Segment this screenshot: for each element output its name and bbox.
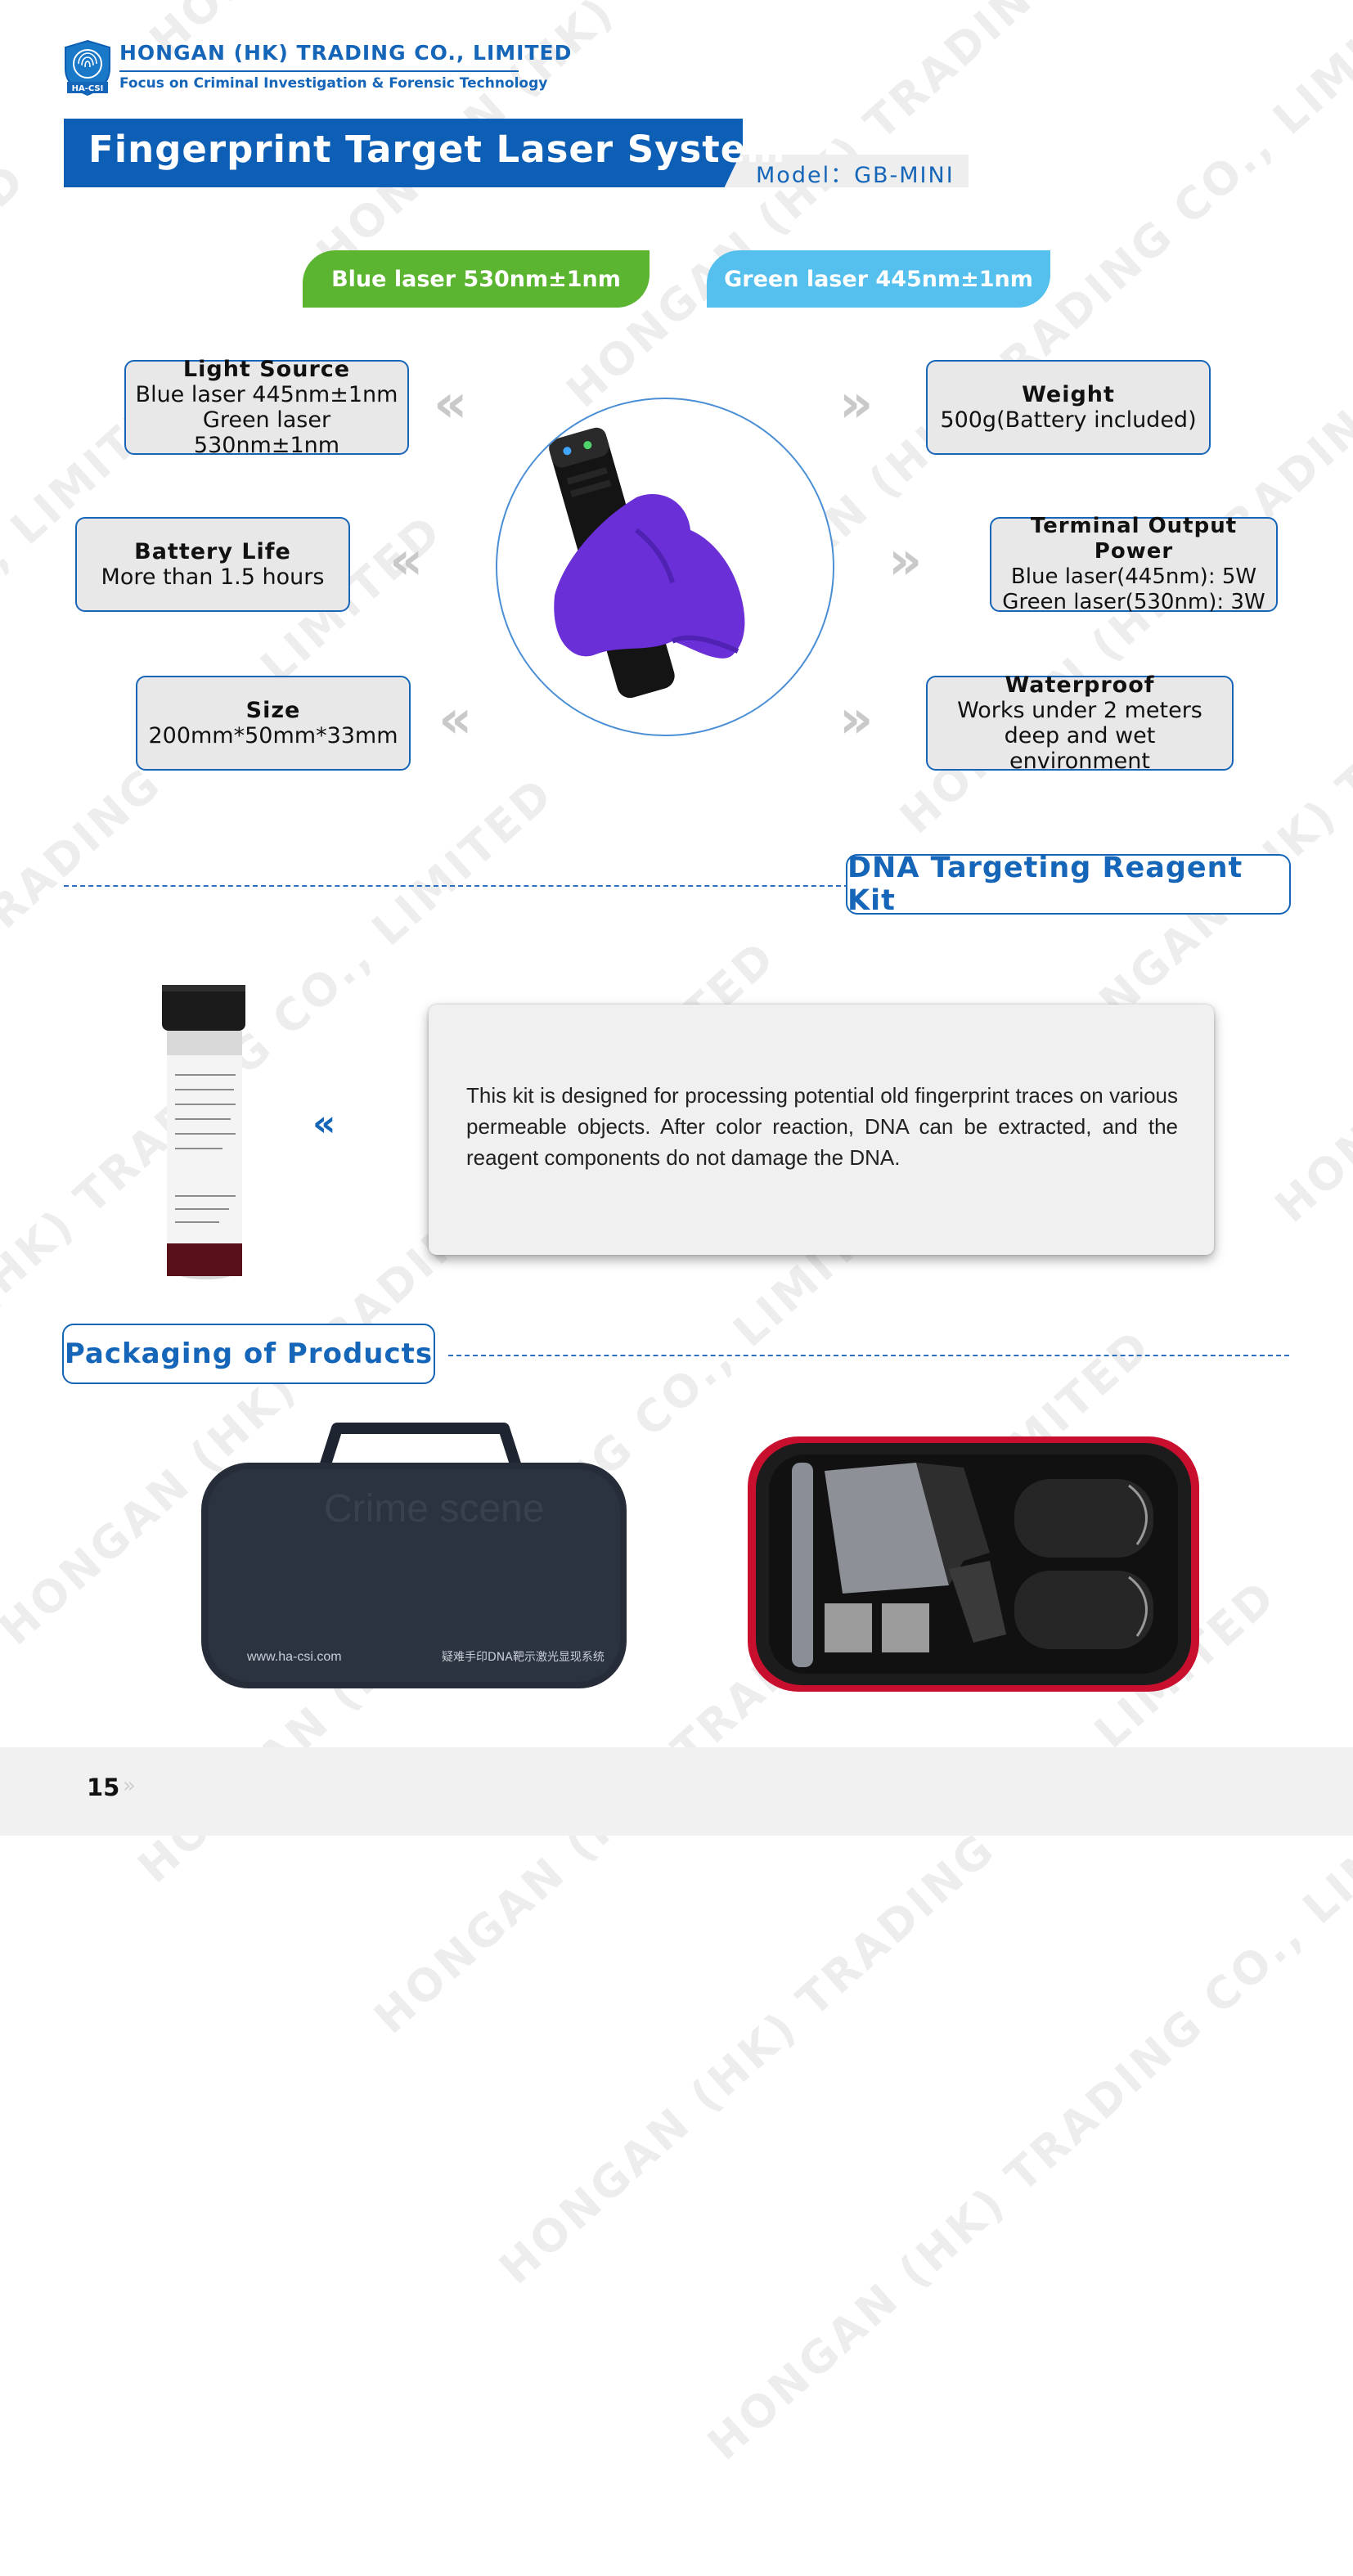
spec-title: Size bbox=[245, 698, 301, 723]
spec-waterproof: Waterproof Works under 2 meters deep and… bbox=[926, 672, 1234, 774]
arrow-left-icon: « bbox=[438, 690, 473, 750]
arrow-right-icon: » bbox=[839, 690, 874, 750]
dna-description-card: This kit is designed for processing pote… bbox=[429, 1005, 1214, 1255]
spec-value: Blue laser(445nm): 5W bbox=[1010, 564, 1257, 589]
arrow-right-icon: » bbox=[839, 374, 874, 434]
page-footer bbox=[0, 1747, 1353, 1836]
packaging-section-title: Packaging of Products bbox=[62, 1324, 435, 1384]
spec-title: Battery Life bbox=[134, 539, 291, 564]
logo-text: HA-CSI bbox=[72, 84, 104, 93]
spec-value: Works under 2 meters bbox=[957, 698, 1202, 723]
company-rule bbox=[119, 70, 519, 72]
arrow-left-icon: « bbox=[312, 1103, 336, 1144]
spec-value: deep and wet environment bbox=[1004, 723, 1156, 774]
spec-value: 200mm*50mm*33mm bbox=[148, 723, 398, 749]
spec-title: Terminal Output Power bbox=[1030, 514, 1238, 564]
dna-description: This kit is designed for processing pote… bbox=[466, 1083, 1178, 1170]
model-label: Model：GB-MINI bbox=[756, 163, 955, 188]
spec-battery-life: Battery Life More than 1.5 hours bbox=[75, 517, 350, 612]
green-laser-pill: Green laser 445nm±1nm bbox=[707, 250, 1050, 308]
spec-size: Size 200mm*50mm*33mm bbox=[136, 676, 411, 771]
spec-value: 500g(Battery included) bbox=[940, 407, 1197, 433]
spec-value: More than 1.5 hours bbox=[101, 564, 325, 590]
arrow-left-icon: « bbox=[389, 531, 424, 591]
product-photo bbox=[496, 398, 834, 736]
page-title: Fingerprint Target Laser System bbox=[88, 128, 786, 171]
open-case-photo bbox=[748, 1436, 1199, 1692]
page-number-deco-icon: » bbox=[123, 1774, 136, 1798]
spec-light-source: Light Source Blue laser 445nm±1nm Green … bbox=[124, 357, 409, 458]
dna-section-title: DNA Targeting Reagent Kit bbox=[846, 852, 1291, 917]
blue-laser-pill: Blue laser 530nm±1nm bbox=[303, 250, 650, 308]
spec-title: Waterproof bbox=[1005, 672, 1155, 698]
spec-value: Blue laser 445nm±1nm bbox=[135, 382, 398, 407]
spec-title: Light Source bbox=[182, 357, 351, 382]
company-name: HONGAN (HK) TRADING CO., LIMITED bbox=[119, 41, 573, 65]
model-box bbox=[718, 155, 969, 187]
case-cn-text: 疑难手印DNA靶示激光显现系统 bbox=[442, 1650, 605, 1664]
spec-title: Weight bbox=[1022, 382, 1115, 407]
company-logo: HA-CSI bbox=[65, 39, 110, 97]
case-brand-text: Crime scene bbox=[324, 1487, 544, 1531]
packaging-divider bbox=[448, 1355, 1289, 1356]
spec-value: Green laser(530nm): 3W bbox=[1002, 590, 1265, 614]
reagent-bottle bbox=[162, 985, 245, 1279]
company-tagline: Focus on Criminal Investigation & Forens… bbox=[119, 75, 548, 92]
closed-case-photo: Crime scene www.ha-csi.com 疑难手印DNA靶示激光显现… bbox=[201, 1423, 627, 1688]
spec-value: Green laser 530nm±1nm bbox=[193, 407, 340, 458]
title-banner bbox=[64, 119, 743, 187]
dna-divider bbox=[64, 885, 849, 887]
page-number: 15 bbox=[87, 1774, 120, 1801]
spec-output-power: Terminal Output Power Blue laser(445nm):… bbox=[990, 514, 1278, 614]
arrow-right-icon: » bbox=[888, 531, 923, 591]
flashlight-illustration bbox=[549, 427, 745, 699]
arrow-left-icon: « bbox=[434, 374, 468, 434]
case-url-text: www.ha-csi.com bbox=[246, 1650, 342, 1664]
spec-weight: Weight 500g(Battery included) bbox=[926, 360, 1211, 455]
